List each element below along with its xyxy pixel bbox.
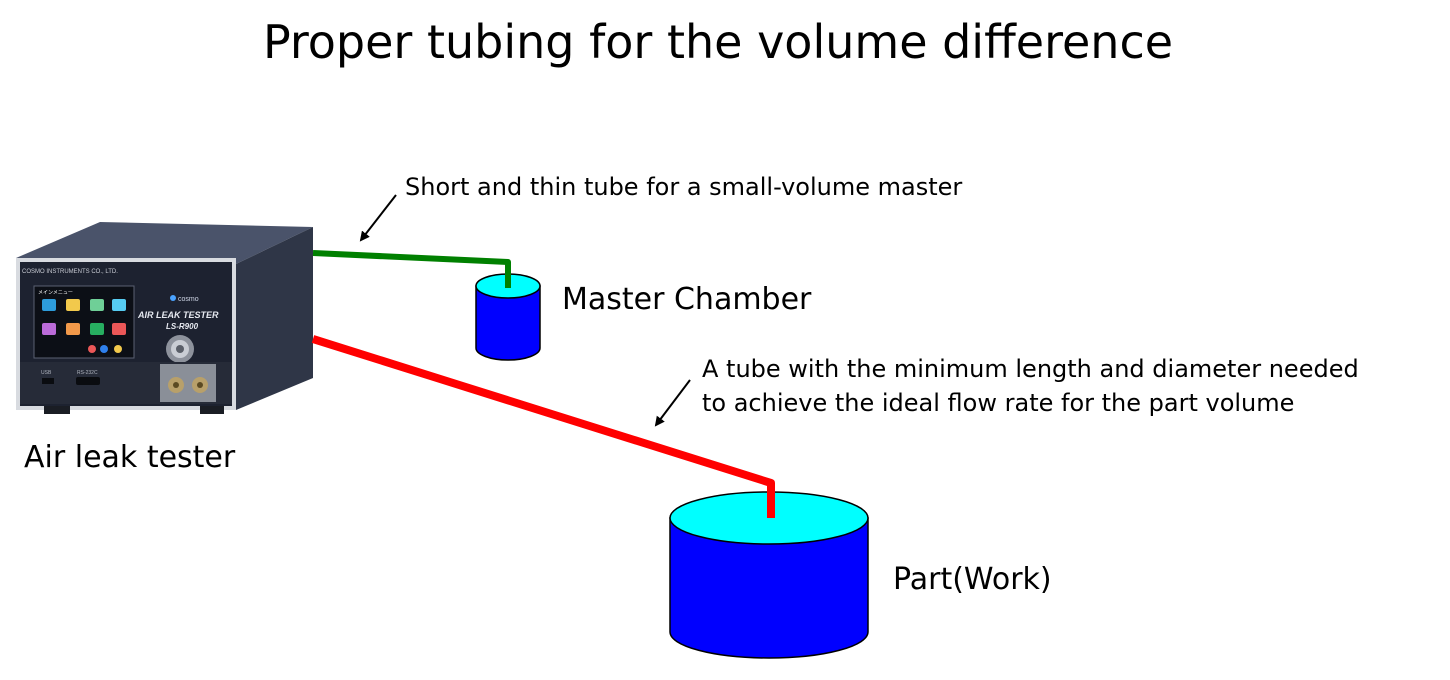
screen-menu-icons [42,299,126,353]
device-main-connector [166,335,194,363]
master-chamber-body [475,285,541,361]
device-rs232c-label: RS-232C [77,370,98,376]
device-rs232c-port [76,377,100,385]
device-logo-text: cosmo [178,296,199,303]
part-tube-note-line2: to achieve the ideal flow rate for the p… [702,389,1295,417]
device-product-line1: AIR LEAK TESTER [137,310,219,320]
device-side-face [236,227,313,410]
device-foot-left [44,406,70,414]
screen-title-text: メインメニュー [38,290,73,296]
part-work [669,483,869,659]
part-body [669,517,869,659]
device-product-line2: LS-R900 [166,322,199,331]
part-tube-arrow [654,379,691,427]
device-usb-label: USB [41,370,52,376]
master-chamber [475,262,541,361]
air-leak-tester-label: Air leak tester [24,440,236,475]
device-brand-text: COSMO INSTRUMENTS CO., LTD. [22,269,118,275]
part-label: Part(Work) [893,562,1052,597]
part-tube-note-line1: A tube with the minimum length and diame… [702,355,1359,383]
air-leak-tester-device: COSMO INSTRUMENTS CO., LTD. メインメニュー cosm… [16,222,313,414]
device-top-face [16,222,313,264]
cosmo-logo-icon [170,295,176,301]
page-title: Proper tubing for the volume difference [262,15,1174,69]
master-chamber-label: Master Chamber [562,282,812,317]
device-usb-port [42,378,54,384]
master-tube-arrow [359,194,397,242]
master-tube-note: Short and thin tube for a small-volume m… [405,173,963,201]
device-foot-right [200,406,224,414]
